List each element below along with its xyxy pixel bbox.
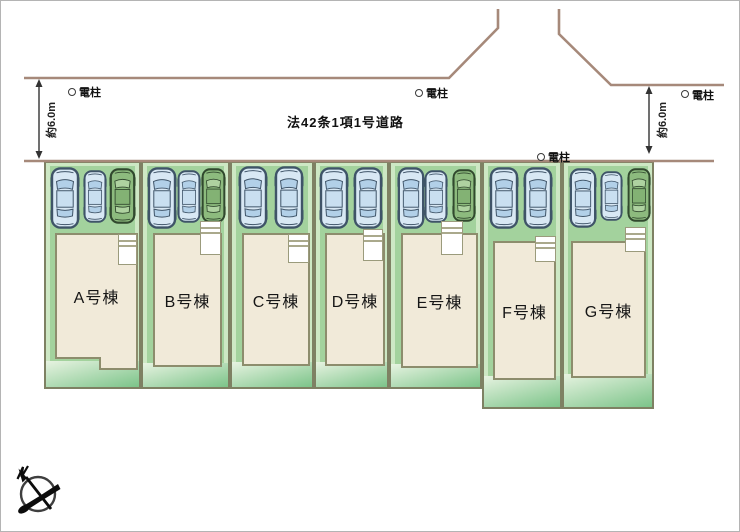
car-icon <box>274 166 304 229</box>
yard <box>143 363 228 387</box>
road-edge-upper-left <box>24 9 500 80</box>
building-label: F号棟 <box>502 304 547 322</box>
car-icon <box>50 167 80 229</box>
utility-pole-icon <box>681 90 689 98</box>
building-f-footprint: F号棟 <box>493 241 556 380</box>
yard <box>564 374 652 407</box>
yard <box>232 362 312 387</box>
utility-pole-label: 電柱 <box>79 87 101 99</box>
compass-north-icon <box>16 465 61 514</box>
building-label: D号棟 <box>331 293 379 311</box>
building-label: C号棟 <box>252 293 300 311</box>
lot-a: A号棟 <box>44 161 141 389</box>
yard <box>316 362 387 387</box>
utility-pole-icon <box>537 153 545 161</box>
lot-f: F号棟 <box>482 161 562 409</box>
dimension-arrow-right <box>645 86 653 154</box>
building-g-footprint: G号棟 <box>571 241 646 378</box>
utility-pole-icon <box>68 88 76 96</box>
car-icon <box>83 170 107 223</box>
building-label: A号棟 <box>73 290 120 307</box>
entrance-porch <box>288 234 309 263</box>
dimension-label-left: 約6.0m <box>46 101 58 139</box>
road-label: 法42条1項1号道路 <box>287 115 404 130</box>
entrance-porch <box>200 221 221 255</box>
lot-c: C号棟 <box>230 161 314 389</box>
yard <box>391 364 480 387</box>
building-label: B号棟 <box>164 294 211 311</box>
utility-pole-icon <box>415 89 423 97</box>
dimension-arrow-left <box>35 79 43 159</box>
car-icon <box>177 170 201 223</box>
car-icon <box>627 168 651 222</box>
lot-e: E号棟 <box>389 161 482 389</box>
utility-pole-label: 電柱 <box>426 88 448 100</box>
entrance-porch <box>118 234 137 265</box>
car-icon <box>452 169 476 222</box>
car-icon <box>201 168 226 223</box>
car-icon <box>109 168 136 224</box>
building-b-footprint: B号棟 <box>153 233 222 367</box>
entrance-porch <box>441 221 463 255</box>
lot-d: D号棟 <box>314 161 389 389</box>
entrance-porch <box>625 227 646 252</box>
car-icon <box>397 167 425 229</box>
building-e-footprint: E号棟 <box>401 233 478 368</box>
car-icon <box>523 167 553 229</box>
car-icon <box>569 168 597 228</box>
building-label: G号棟 <box>584 303 633 321</box>
dimension-label-right: 約6.0m <box>657 101 669 139</box>
lot-b: B号棟 <box>141 161 230 389</box>
car-icon <box>319 167 349 229</box>
utility-pole-label: 電柱 <box>692 90 714 102</box>
car-icon <box>489 167 519 229</box>
building-label: E号棟 <box>416 294 463 312</box>
building-a-extension <box>99 357 138 370</box>
car-icon <box>424 170 448 223</box>
car-icon <box>238 166 268 229</box>
car-icon <box>147 167 177 229</box>
car-icon <box>600 171 623 221</box>
car-icon <box>353 167 383 229</box>
entrance-porch <box>363 229 383 261</box>
yard <box>484 376 560 407</box>
building-a-footprint: A号棟 <box>55 233 138 359</box>
lot-g: G号棟 <box>562 161 654 409</box>
road-edge-upper-right <box>557 9 724 87</box>
entrance-porch <box>535 236 556 262</box>
utility-pole-label: 電柱 <box>548 152 570 164</box>
